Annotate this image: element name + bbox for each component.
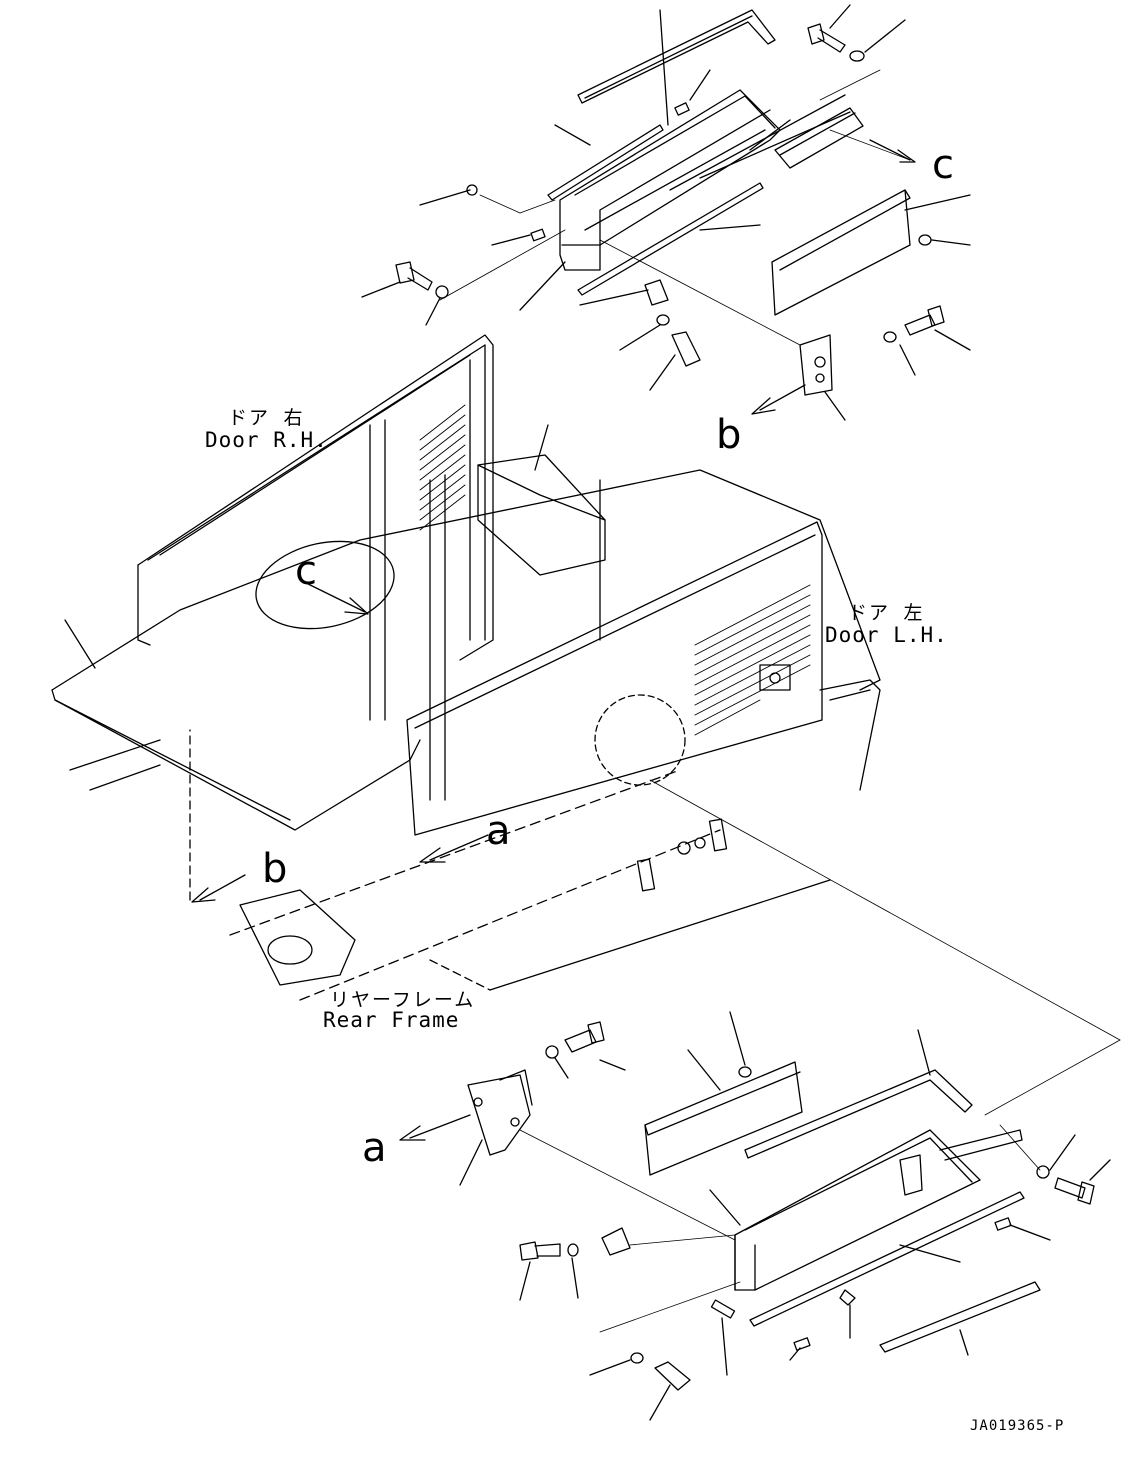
louvers-rh: [419, 404, 466, 531]
bolt-bottom: [630, 1352, 691, 1391]
ref-a-frame: a: [486, 808, 511, 854]
cushion-block: [771, 189, 911, 316]
strip-lower-a: [749, 1191, 1025, 1327]
ref-b-frame: b: [262, 846, 288, 892]
bolt-center: [656, 314, 701, 367]
latch-plate: [759, 664, 791, 691]
ref-a-bottom: a: [362, 1125, 387, 1171]
rh-door-support-assembly: [361, 4, 971, 421]
bolt-left-lower: [519, 1241, 579, 1261]
door-rh-label-en: Door R.H.: [205, 428, 328, 452]
door-lh-label-en: Door L.H.: [825, 623, 948, 647]
floor-plate: [51, 469, 881, 691]
seat-mount: [477, 454, 606, 576]
rear-frame-label-jp: リヤーフレーム: [330, 989, 476, 1011]
bracket-a: [467, 1069, 533, 1156]
strip-lower-b: [879, 1281, 1041, 1353]
grommet: [918, 234, 932, 246]
top-bar: [774, 107, 864, 169]
bolt-upper: [545, 1021, 605, 1059]
ref-c-frame: c: [295, 548, 317, 594]
bolt-top-right-upper: [807, 23, 865, 62]
catch-clip: [644, 279, 669, 306]
rear-frame-assembly: [51, 334, 1121, 1116]
small-pad: [674, 102, 690, 116]
lh-door-support-assembly: [399, 1011, 1111, 1421]
strip-lower: [577, 182, 764, 296]
ref-b-top: b: [716, 412, 742, 458]
drawing-code: JA019365-P: [970, 1418, 1065, 1434]
rear-frame-label-en: Rear Frame: [323, 1008, 460, 1032]
rail-bracket-lower: [734, 1129, 981, 1291]
bolt-right: [883, 305, 945, 343]
bent-rod-lower: [744, 1069, 973, 1159]
strip-left: [547, 124, 664, 201]
louvers-lh: [694, 584, 811, 736]
ref-c-top: c: [932, 142, 954, 188]
bent-rod-top: [577, 9, 776, 104]
bolt-right-lower: [1036, 1165, 1095, 1205]
bolt-left: [395, 261, 449, 299]
door-lh-panel: [406, 521, 823, 836]
plate-b: [799, 334, 833, 396]
oval-c: [255, 540, 395, 630]
door-rh-label-jp: ドア 右: [228, 407, 305, 429]
cushion-block-lower: [644, 1061, 803, 1176]
catch-clip-lower: [601, 1227, 631, 1256]
door-lh-label-jp: ドア 左: [848, 602, 925, 624]
door-rh-panel: [137, 334, 494, 661]
